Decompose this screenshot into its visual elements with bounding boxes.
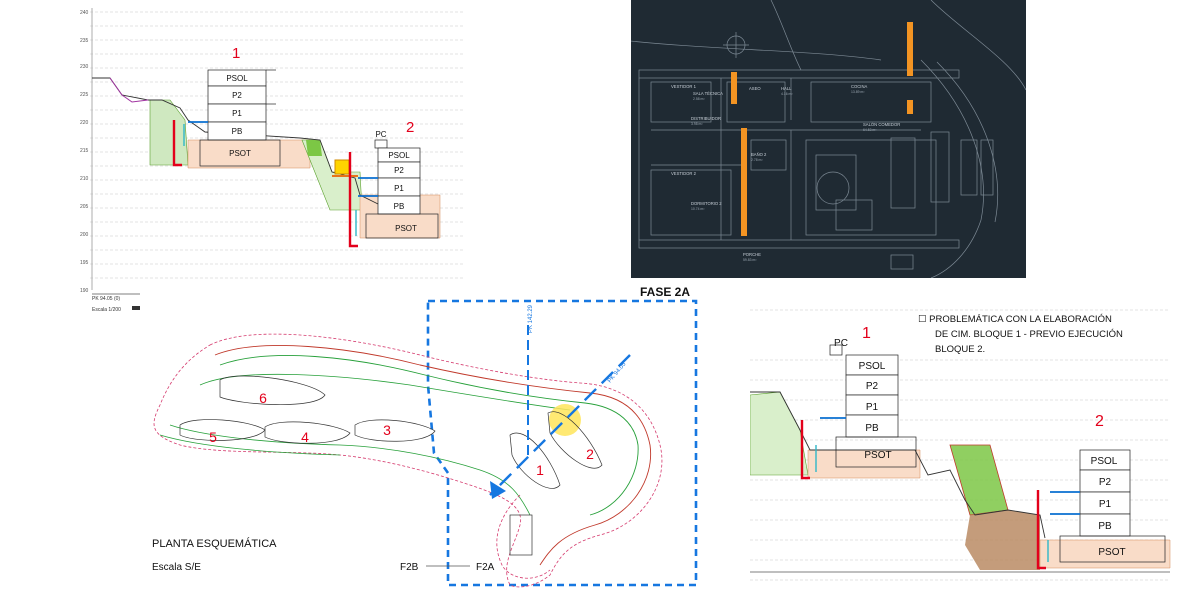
section-1-svg: 240 235 230 225 220 215 210 205 200 195 … <box>80 8 465 313</box>
floor-label: PSOT <box>395 224 417 233</box>
elev-label: 235 <box>80 38 89 44</box>
floor-label: PB <box>865 423 879 434</box>
block-number-1: 1 <box>232 45 240 62</box>
fase-title: FASE 2A <box>640 285 690 299</box>
room-label: DISTRIBUIDOR <box>691 116 721 121</box>
floor-label: PSOL <box>859 361 886 372</box>
elev-label: 200 <box>80 232 89 238</box>
block-number-2: 2 <box>1095 413 1104 430</box>
building-2-section <box>365 139 439 239</box>
block-number: 5 <box>209 429 217 445</box>
floor-label: PSOL <box>226 74 248 83</box>
scale-label: Escala 1/200 <box>92 307 121 313</box>
pk-label: PK 142.29 <box>528 304 534 333</box>
floor-label: P1 <box>866 402 879 413</box>
floor-label: PB <box>232 127 243 136</box>
floor-label: P2 <box>1099 477 1112 488</box>
area-label: 64.53 m² <box>863 128 877 132</box>
block-number: 3 <box>383 422 391 438</box>
phase-label-f2b: F2B <box>400 562 419 573</box>
room-label: COCINA <box>851 84 867 89</box>
cad-svg: VESTIDOR 1 SALA TÉCNICA ASEO HALL COCINA… <box>631 0 1026 278</box>
elev-label: 225 <box>80 92 89 98</box>
plan-svg: FASE 2A 6 5 4 3 1 2 <box>152 285 698 588</box>
area-label: 4.16 m² <box>781 92 793 96</box>
room-label: ASEO <box>749 86 761 91</box>
note-line: BLOQUE 2. <box>935 344 985 355</box>
room-label: BAÑO 2 <box>751 152 767 157</box>
room-label: SALÓN COMEDOR <box>863 122 900 127</box>
section-arrow-icon <box>490 481 506 499</box>
floor-label: PB <box>1098 521 1112 532</box>
floor-label: P1 <box>232 109 242 118</box>
pk-label: PK 94.05 (0) <box>92 296 120 302</box>
pk-label: PK 94.05 <box>607 361 628 384</box>
elev-label: 230 <box>80 64 89 70</box>
elev-label: 240 <box>80 10 89 16</box>
elev-label: 210 <box>80 176 89 182</box>
orange-markers <box>731 22 913 236</box>
building-2-section <box>1059 449 1166 563</box>
building-1-section <box>829 344 917 468</box>
note-line: ☐ PROBLEMÁTICA CON LA ELABORACIÓN <box>918 314 1112 325</box>
elev-label: 205 <box>80 204 89 210</box>
floor-label: PSOL <box>1091 456 1118 467</box>
building-footprints <box>179 375 603 556</box>
area-label: 13.89 m² <box>851 90 865 94</box>
room-label: SALA TÉCNICA <box>693 91 723 96</box>
handwritten-note: ☐ PROBLEMÁTICA CON LA ELABORACIÓN DE CIM… <box>918 314 1123 355</box>
plan-scale: Escala S/E <box>152 562 201 573</box>
area-label: 10.74 m² <box>691 207 705 211</box>
floor-label: PC <box>834 338 848 349</box>
area-label: 59.83 m² <box>743 258 757 262</box>
block-number-2: 2 <box>406 119 414 136</box>
section-2-svg: ☐ PROBLEMÁTICA CON LA ELABORACIÓN DE CIM… <box>750 309 1171 581</box>
elev-label: 220 <box>80 120 89 126</box>
area-label: 3.98 m² <box>691 122 703 126</box>
fase-2a-boundary <box>426 299 698 587</box>
area-label: 2.58 m² <box>693 97 705 101</box>
room-label: HALL <box>781 86 792 91</box>
room-label: VESTIDOR 2 <box>671 171 697 176</box>
block-number: 1 <box>536 462 544 478</box>
note-line: DE CIM. BLOQUE 1 - PREVIO EJECUCIÓN <box>935 329 1123 340</box>
elev-label: 190 <box>80 288 89 294</box>
room-label: VESTIDOR 1 <box>671 84 697 89</box>
section-drawing-2: ☐ PROBLEMÁTICA CON LA ELABORACIÓN DE CIM… <box>750 300 1190 600</box>
floor-label: PC <box>375 130 386 139</box>
block-number: 2 <box>586 446 594 462</box>
building-1-section <box>199 69 281 167</box>
section-cut-line <box>489 354 631 496</box>
site-plan: FASE 2A 6 5 4 3 1 2 <box>140 285 700 600</box>
elev-label: 215 <box>80 148 89 154</box>
floor-label: P2 <box>866 381 879 392</box>
floor-label: PSOT <box>229 149 251 158</box>
floor-label: P1 <box>1099 499 1112 510</box>
section-drawing-1: 240 235 230 225 220 215 210 205 200 195 … <box>70 0 470 318</box>
plan-title: PLANTA ESQUEMÁTICA <box>152 537 277 550</box>
floor-label: PSOT <box>1098 547 1125 558</box>
phase-label-f2a: F2A <box>476 562 495 573</box>
room-label: PORCHE <box>743 252 761 257</box>
block-number-1: 1 <box>862 325 871 342</box>
cad-floor-plan: VESTIDOR 1 SALA TÉCNICA ASEO HALL COCINA… <box>631 0 1026 278</box>
floor-label: P1 <box>394 184 404 193</box>
floor-label: P2 <box>232 91 242 100</box>
floor-label: PSOT <box>864 450 891 461</box>
elev-label: 195 <box>80 260 89 266</box>
area-label: 2.78 m² <box>751 158 763 162</box>
block-number: 4 <box>301 429 309 445</box>
floor-label: P2 <box>394 166 404 175</box>
floor-label: PSOL <box>388 151 410 160</box>
room-label: DORMITORIO 2 <box>691 201 722 206</box>
block-number: 6 <box>259 390 267 406</box>
floor-label: PB <box>394 202 405 211</box>
